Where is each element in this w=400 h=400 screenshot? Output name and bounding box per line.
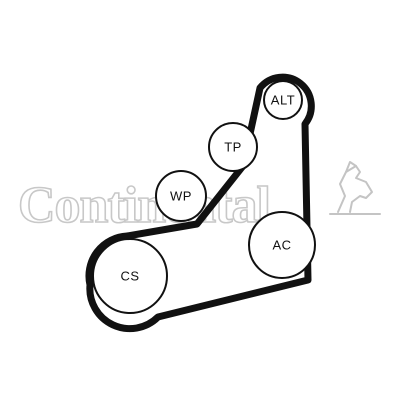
pulley-wp-circle bbox=[155, 170, 207, 222]
pulley-tp-circle bbox=[208, 122, 258, 172]
pulley-cs-circle bbox=[92, 238, 168, 314]
drive-belt bbox=[85, 73, 315, 333]
pulley-ac-circle bbox=[248, 211, 316, 279]
pulley-alt-label: ALT bbox=[271, 93, 295, 108]
pulley-ac: AC bbox=[248, 211, 316, 279]
pulley-ac-label: AC bbox=[272, 238, 291, 253]
pulley-alt-circle bbox=[263, 80, 303, 120]
rearing-horse-icon bbox=[329, 161, 381, 215]
pulley-tp: TP bbox=[208, 122, 258, 172]
watermark-brand-text: Continental bbox=[18, 177, 270, 234]
pulley-wp: WP bbox=[155, 170, 207, 222]
pulley-cs: CS bbox=[92, 238, 168, 314]
pulley-cs-label: CS bbox=[120, 269, 139, 284]
pulley-tp-label: TP bbox=[224, 140, 242, 155]
pulley-alt: ALT bbox=[263, 80, 303, 120]
pulley-wp-label: WP bbox=[170, 189, 192, 204]
